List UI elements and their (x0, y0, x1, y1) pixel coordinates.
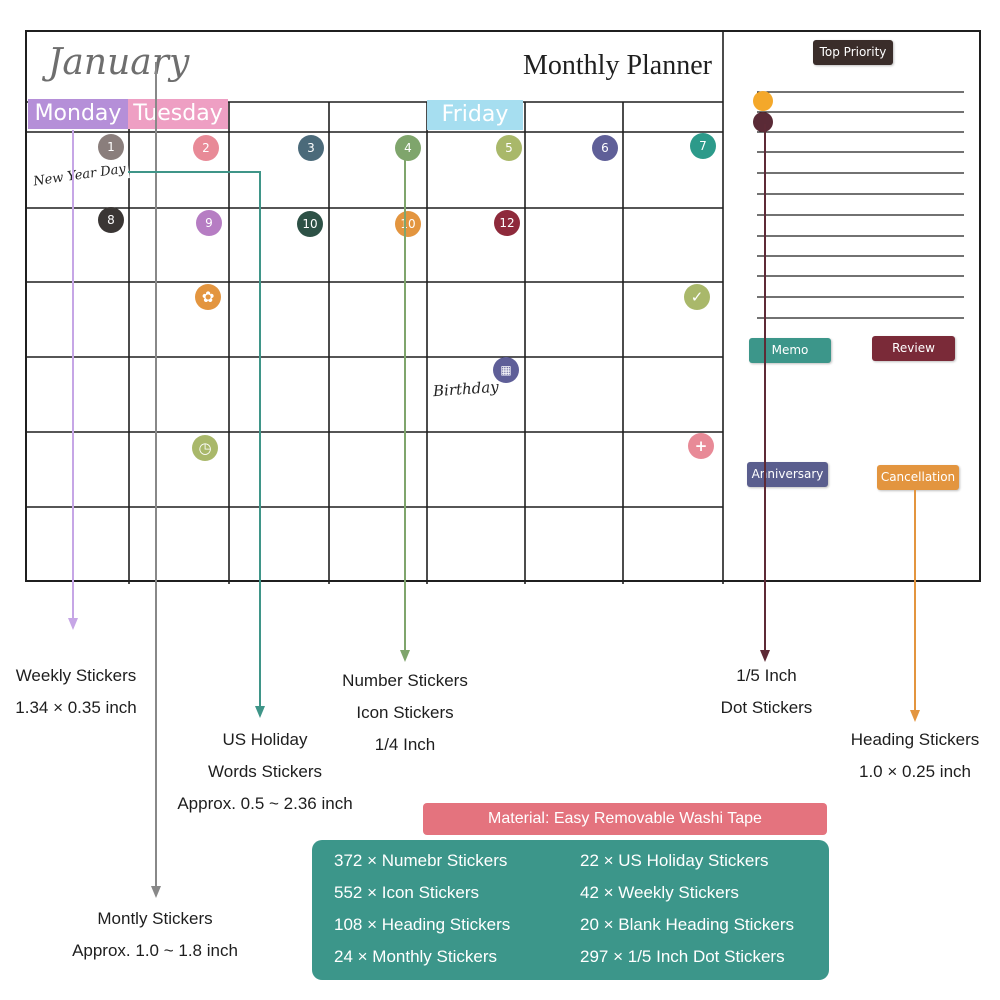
dot-stickers-label: 1/5 Inch Dot Stickers (700, 660, 833, 724)
label-line: 1.34 × 0.35 inch (15, 698, 137, 717)
alarm-clock-icon: ◷ (192, 435, 218, 461)
number-sticker: 6 (592, 135, 618, 161)
label-line: 1/4 Inch (374, 735, 436, 754)
cake-icon: ▦ (493, 357, 519, 383)
dot-sticker (753, 112, 773, 132)
label-line: Approx. 0.5 ~ 2.36 inch (177, 794, 353, 813)
dot-sticker (753, 91, 773, 111)
label-line: 1/5 Inch (736, 666, 797, 685)
number-sticker: 9 (196, 210, 222, 236)
count-item: 552 × Icon Stickers (334, 883, 480, 902)
heading-sticker-cancellation: Cancellation (877, 465, 959, 490)
balloons-icon: ✿ (195, 284, 221, 310)
number-sticker: 8 (98, 207, 124, 233)
calendar-grid (27, 32, 964, 584)
weekday-sticker-monday: Monday (28, 99, 128, 129)
planner-title: Monthly Planner (523, 50, 712, 81)
material-banner: Material: Easy Removable Washi Tape (423, 803, 827, 835)
top-priority-sticker: Top Priority (813, 40, 893, 65)
number-sticker: 7 (690, 133, 716, 159)
label-line: Words Stickers (208, 762, 322, 781)
heading-sticker-review: Review (872, 336, 955, 361)
weekly-stickers-label: Weekly Stickers 1.34 × 0.35 inch (0, 660, 152, 724)
number-sticker: 10 (297, 211, 323, 237)
number-sticker: 2 (193, 135, 219, 161)
label-line: Icon Stickers (356, 703, 454, 722)
weekday-sticker-tuesday: Tuesday (128, 99, 228, 129)
sticker-counts-panel: 372 × Numebr Stickers 552 × Icon Sticker… (312, 840, 829, 980)
label-line: Heading Stickers (850, 730, 980, 749)
label-line: Approx. 1.0 ~ 1.8 inch (72, 941, 238, 960)
number-sticker: 12 (494, 210, 520, 236)
number-sticker: 5 (496, 135, 522, 161)
label-line: Number Stickers (342, 671, 468, 690)
count-item: 22 × US Holiday Stickers (580, 851, 769, 870)
holiday-stickers-label: US Holiday Words Stickers Approx. 0.5 ~ … (160, 724, 370, 820)
label-line: Montly Stickers (97, 909, 213, 928)
weekday-sticker-friday: Friday (427, 100, 523, 130)
month-title: January (48, 42, 190, 83)
count-item: 297 × 1/5 Inch Dot Stickers (580, 947, 785, 966)
label-line: Dot Stickers (720, 698, 813, 717)
count-item: 372 × Numebr Stickers (334, 851, 508, 870)
heading-stickers-label: Heading Stickers 1.0 × 0.25 inch (840, 724, 990, 788)
number-sticker: 3 (298, 135, 324, 161)
heading-sticker-anniversary: Anniversary (747, 462, 828, 487)
count-item: 108 × Heading Stickers (334, 915, 511, 934)
monthly-stickers-label: Montly Stickers Approx. 1.0 ~ 1.8 inch (55, 903, 255, 967)
count-item: 20 × Blank Heading Stickers (580, 915, 795, 934)
count-item: 42 × Weekly Stickers (580, 883, 739, 902)
label-line: Weekly Stickers (15, 666, 137, 685)
count-item: 24 × Monthly Stickers (334, 947, 497, 966)
number-sticker: 1 (98, 134, 124, 160)
label-line: US Holiday (222, 730, 308, 749)
number-sticker: 10 (395, 211, 421, 237)
check-icon: ✓ (684, 284, 710, 310)
heading-sticker-memo: Memo (749, 338, 831, 363)
number-sticker: 4 (395, 135, 421, 161)
number-icon-stickers-label: Number Stickers Icon Stickers 1/4 Inch (320, 665, 490, 761)
plus-icon: + (688, 433, 714, 459)
label-line: 1.0 × 0.25 inch (858, 762, 971, 781)
